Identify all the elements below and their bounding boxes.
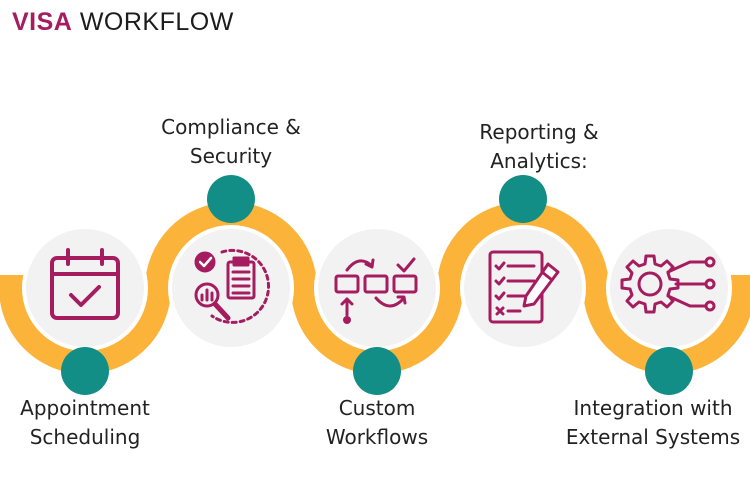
step-circle-1 — [22, 225, 148, 351]
compliance-clipboard-icon — [194, 248, 271, 324]
workflow-flow-icon — [334, 257, 418, 324]
title-brand: VISA — [12, 8, 73, 36]
page-title: VISA WORKFLOW — [12, 8, 234, 37]
step-dot-2 — [207, 175, 255, 223]
step-dot-5 — [645, 347, 693, 395]
step-circle-3 — [314, 225, 440, 351]
step-dot-4 — [499, 175, 547, 223]
step-circle-2 — [168, 225, 294, 351]
step-label-1: Appointment Scheduling — [20, 396, 150, 449]
step-label-4: Reporting & Analytics: — [479, 120, 599, 173]
step-label-5: Integration with External Systems — [565, 396, 741, 449]
step-circle-4 — [460, 225, 586, 351]
gear-integration-icon — [620, 254, 716, 314]
step-label-3: Custom Workflows — [325, 396, 429, 449]
step-label-2: Compliance & Security — [161, 115, 301, 168]
report-pencil-icon — [488, 250, 560, 324]
step-dot-1 — [61, 347, 109, 395]
title-text: WORKFLOW — [79, 8, 234, 36]
step-dot-3 — [353, 347, 401, 395]
calendar-check-icon — [50, 248, 120, 320]
